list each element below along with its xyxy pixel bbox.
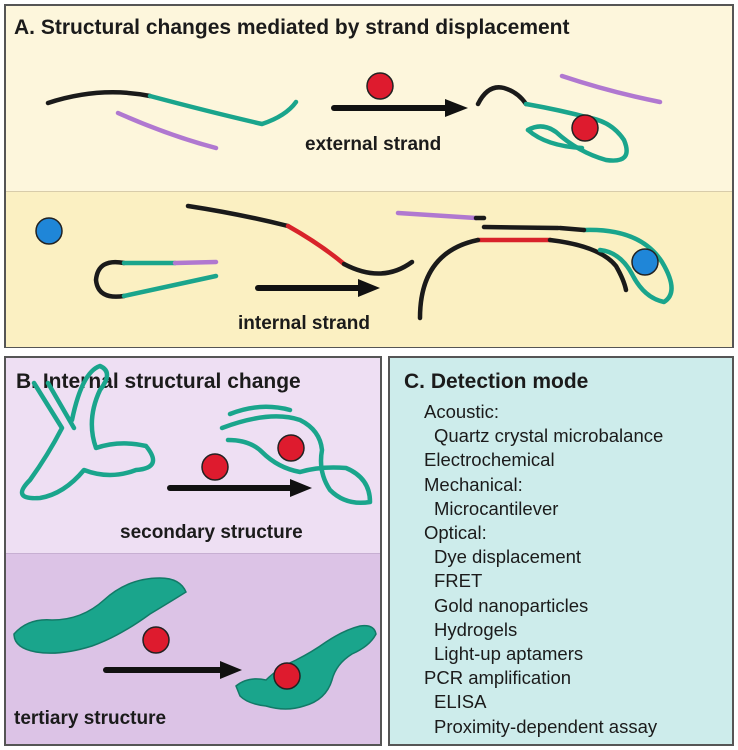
detection-mode-subitem: Proximity-dependent assay [434,715,658,737]
panel-c-detection-mode [388,356,734,746]
complement-strand [395,210,479,221]
detection-mode-category: Optical: [424,522,487,544]
arrow-secondary-head [290,479,312,497]
external-strand-label: external strand [305,134,442,155]
panel-a-internal-section [6,191,732,347]
target-molecule [201,453,229,481]
black-strand [185,203,291,229]
detection-mode-category: Electrochemical [424,449,555,471]
detection-mode-category: PCR amplification [424,667,572,689]
hairpin-loop [93,259,127,299]
black-strand [341,259,415,276]
tertiary-structure-after [235,624,377,710]
detection-mode-subitem: Hydrogels [434,618,518,640]
black-strand [417,237,481,321]
target-molecule [142,626,170,654]
panel-c-title: C. Detection mode [404,370,589,393]
complement-strand [115,110,219,151]
aptamer-fold [219,414,373,505]
aptamer-loop [581,227,674,305]
hairpin-stem-bottom [121,273,219,299]
aptamer-fold [227,404,293,417]
aptamer-strand [147,93,299,127]
target-molecule-blue [35,217,63,245]
detection-mode-category: Mechanical: [424,473,523,495]
detection-mode-subitem: FRET [434,570,483,592]
target-molecule [277,434,305,462]
black-strand [45,90,153,106]
black-strand [481,224,561,231]
target-molecule [366,72,394,100]
complement-strand [559,73,663,105]
detection-mode-subitem: ELISA [434,691,487,713]
black-strand [547,237,629,293]
linker-strand [285,223,347,267]
detection-mode-subitem: Light-up aptamers [434,643,584,665]
three-way-junction [19,363,156,501]
complement-strand [557,225,587,233]
arrow-tertiary-head [220,661,242,679]
arrow-external-head [445,99,468,117]
aptamer-strand [525,127,585,151]
tertiary-structure-before [13,577,187,654]
tertiary-structure-label: tertiary structure [14,708,167,729]
detection-mode-subitem: Quartz crystal microbalance [434,425,664,447]
detection-mode-subitem: Dye displacement [434,546,582,568]
detection-mode-category: Acoustic: [424,401,500,422]
complement-overhang [172,259,219,266]
target-molecule [571,114,599,142]
black-strand [475,85,529,107]
target-molecule [273,662,301,690]
panel-a-title: A. Structural changes mediated by strand… [14,16,570,39]
arrow-internal-head [358,279,380,297]
internal-strand-label: internal strand [238,313,370,334]
secondary-structure-label: secondary structure [120,522,303,543]
detection-mode-subitem: Microcantilever [434,497,559,519]
target-molecule-blue [631,248,659,276]
detection-mode-subitem: Gold nanoparticles [434,594,589,616]
